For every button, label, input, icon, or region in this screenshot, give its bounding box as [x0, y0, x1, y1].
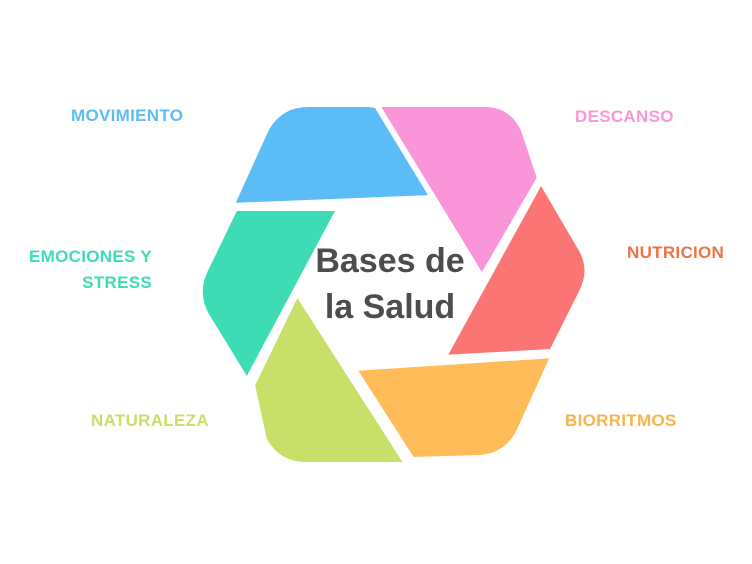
center-title-line-1: Bases de — [315, 242, 465, 280]
label-movimiento: MOVIMIENTO — [71, 106, 184, 125]
segment-emociones — [196, 205, 343, 385]
label-biorritmos: BIORRITMOS — [565, 411, 677, 430]
segment-naturaleza — [249, 289, 411, 468]
label-emociones-y-stress: EMOCIONES Y STRESS — [29, 247, 152, 292]
segment-biorritmos — [350, 352, 557, 463]
center-title-line-2: la Salud — [324, 288, 456, 326]
label-descanso: DESCANSO — [575, 107, 674, 126]
segment-nutricion — [440, 177, 591, 361]
label-nutricion: NUTRICION — [627, 243, 725, 262]
label-naturaleza: NATURALEZA — [91, 411, 209, 430]
segment-descanso — [373, 101, 543, 281]
center-title: Bases de la Salud — [290, 238, 490, 330]
